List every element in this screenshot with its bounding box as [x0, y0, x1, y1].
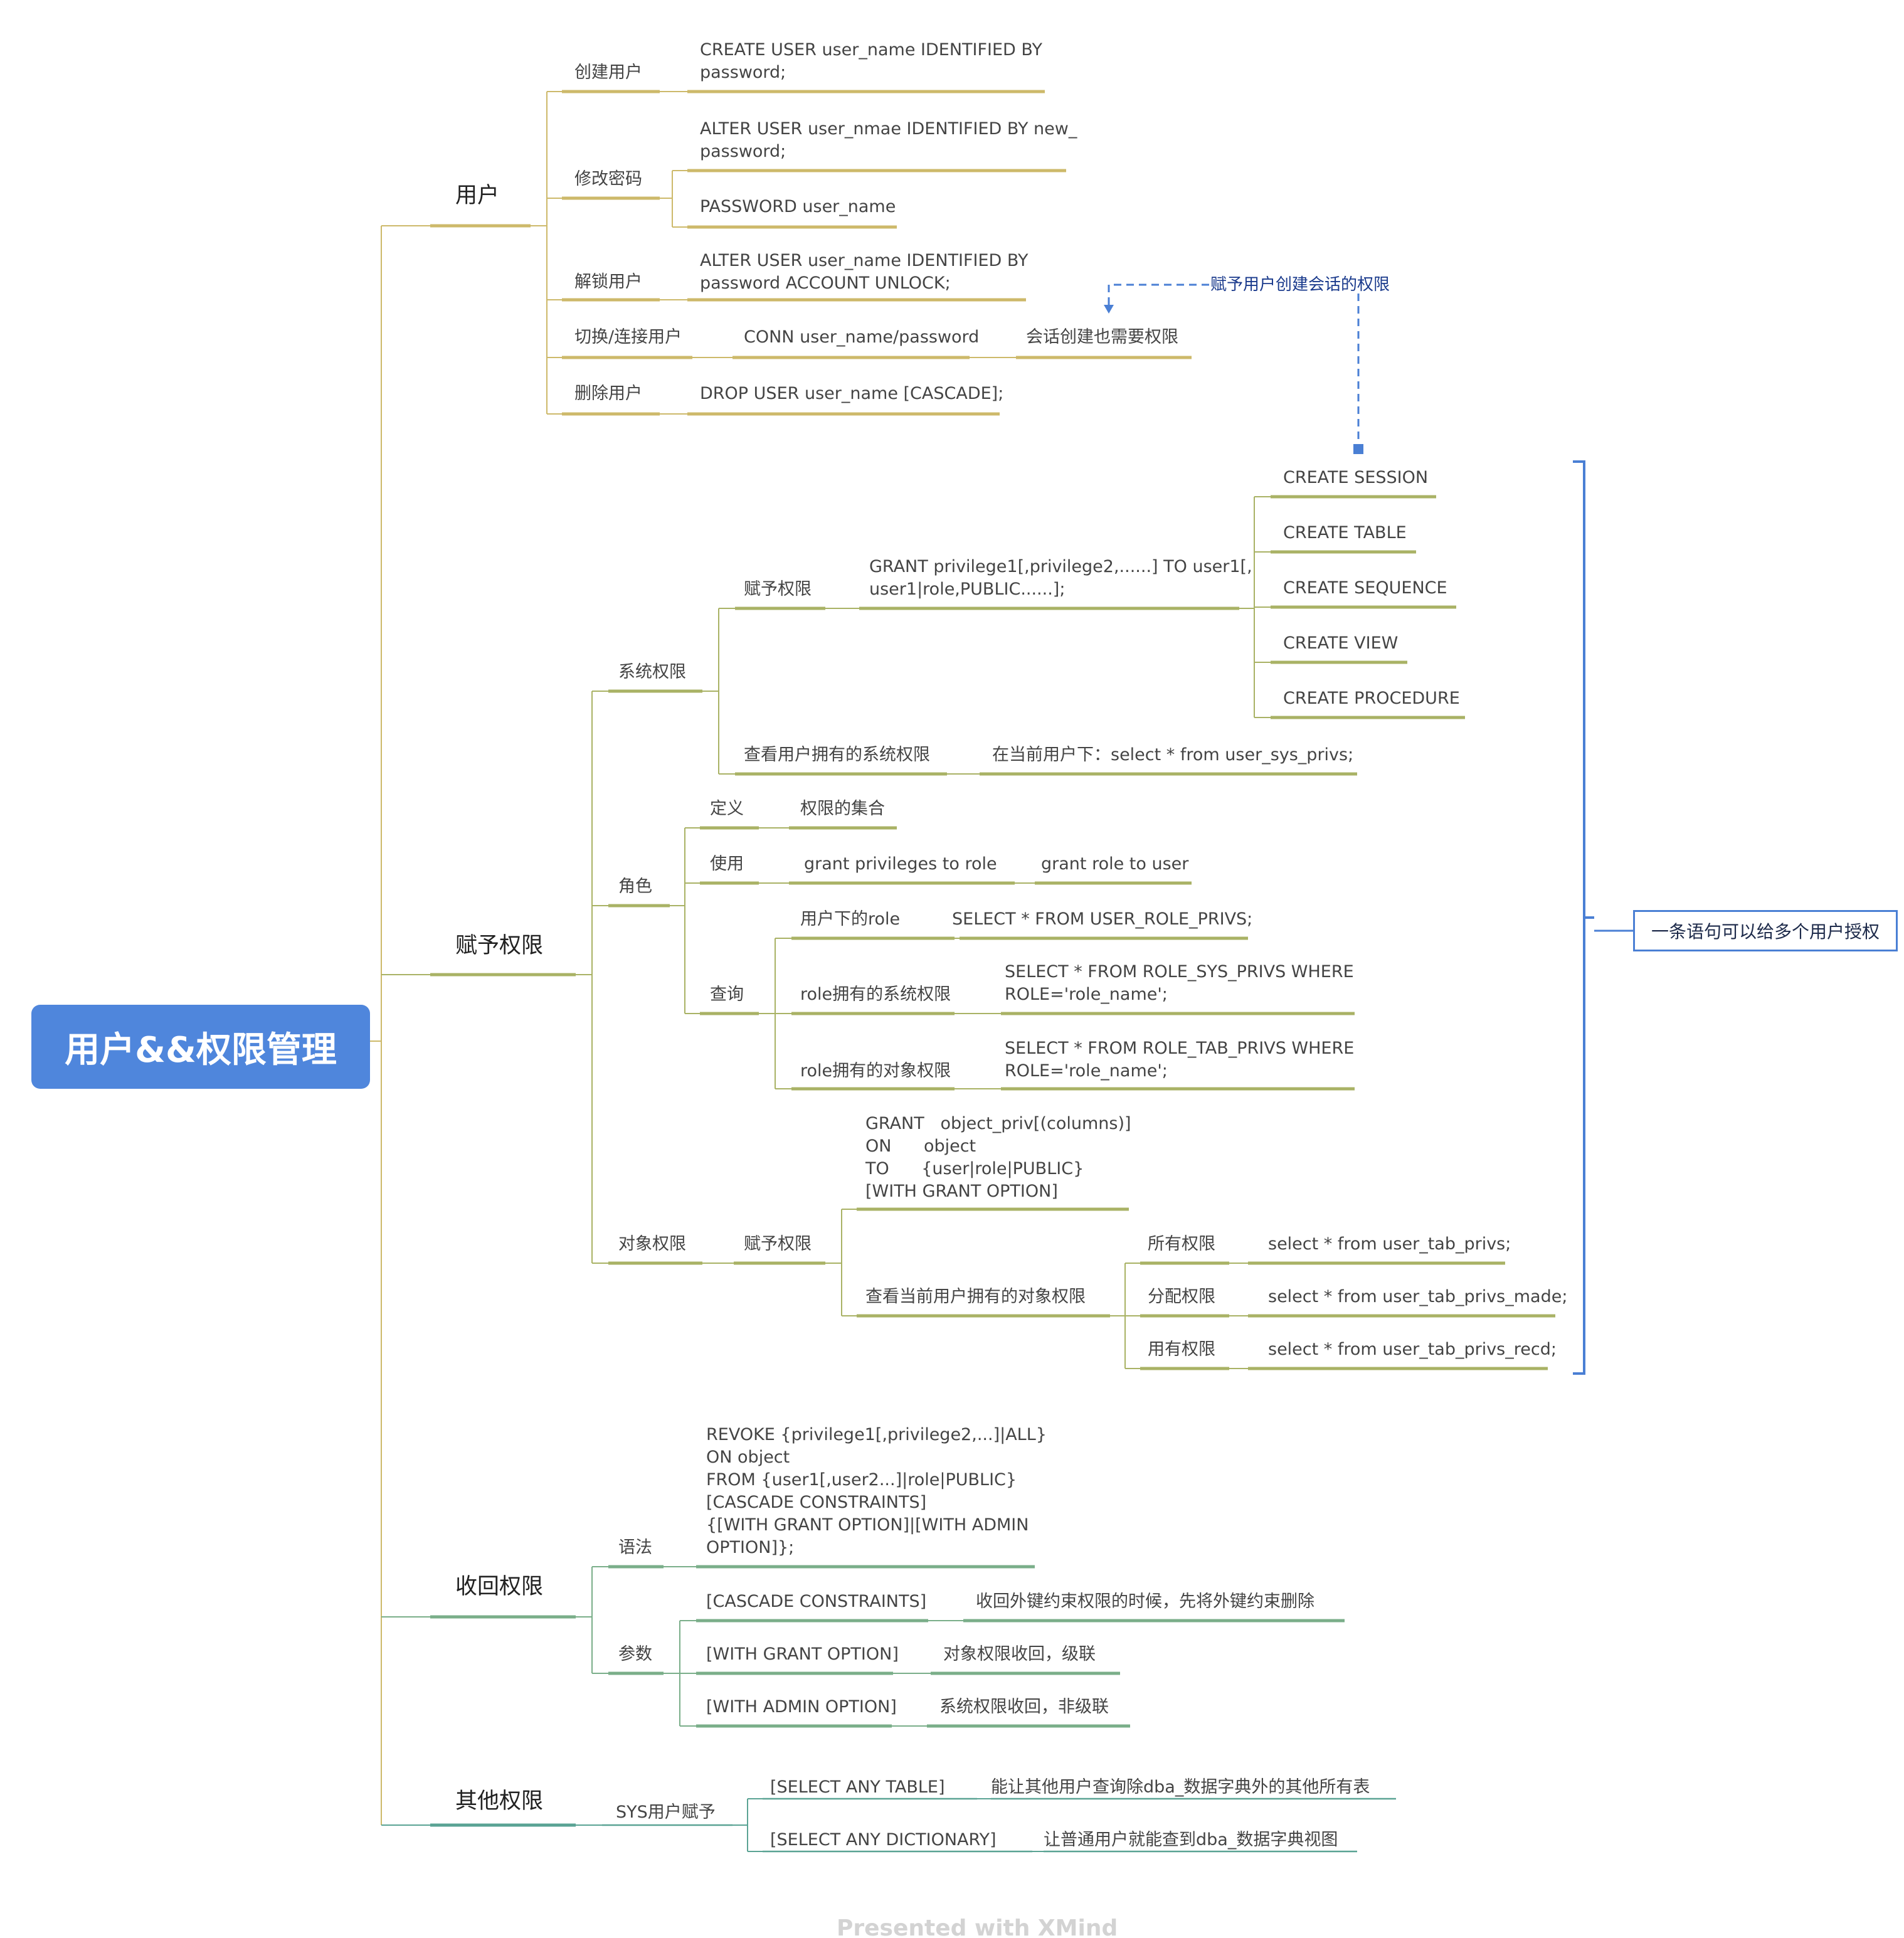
- sys-grant-sql[interactable]: GRANT privilege1[,privilege2,......] TO …: [869, 557, 1252, 599]
- relationship-arrowhead: [1104, 305, 1114, 314]
- priv-create-view[interactable]: CREATE VIEW: [1283, 633, 1399, 653]
- topic-grant-privileges[interactable]: 赋予权限: [455, 933, 544, 958]
- topic-role-usage[interactable]: 使用: [710, 854, 744, 874]
- topic-obj-grant[interactable]: 赋予权限: [744, 1234, 812, 1254]
- role-definition-value[interactable]: 权限的集合: [800, 799, 885, 818]
- param-with-admin-option[interactable]: [WITH ADMIN OPTION]: [706, 1697, 897, 1717]
- view-sys-privs-sql[interactable]: 在当前用户下：select * from user_sys_privs;: [992, 745, 1354, 765]
- param-with-admin-option-desc[interactable]: 系统权限收回，非级联: [939, 1697, 1109, 1717]
- revoke-syntax-sql[interactable]: REVOKE {privilege1[,privilege2,...]|ALL}…: [706, 1425, 1047, 1557]
- role-usage-step1[interactable]: grant privileges to role: [804, 854, 997, 874]
- password-command[interactable]: PASSWORD user_name: [700, 197, 896, 216]
- topic-revoke-privileges[interactable]: 收回权限: [455, 1574, 544, 1599]
- unlock-user-sql[interactable]: ALTER USER user_name IDENTIFIED BY passw…: [700, 251, 1029, 293]
- topic-view-obj-privs[interactable]: 查看当前用户拥有的对象权限: [865, 1287, 1086, 1306]
- owned-privs-sql[interactable]: select * from user_tab_privs_recd;: [1268, 1340, 1557, 1359]
- topic-view-sys-privs[interactable]: 查看用户拥有的系统权限: [744, 745, 930, 765]
- topic-user[interactable]: 用户: [455, 183, 500, 208]
- summary-label: 一条语句可以给多个用户授权: [1651, 921, 1880, 942]
- topic-revoke-params[interactable]: 参数: [618, 1644, 652, 1664]
- obj-grant-sql[interactable]: GRANT object_priv[(columns)] ON object T…: [865, 1114, 1131, 1201]
- priv-create-session[interactable]: CREATE SESSION: [1283, 468, 1429, 487]
- grant-connectors: [576, 496, 1271, 1369]
- topic-create-user[interactable]: 创建用户: [574, 63, 642, 82]
- topic-query-role-sys-privs[interactable]: role拥有的系统权限: [800, 985, 951, 1004]
- grant-underlines: [430, 495, 1555, 1370]
- topic-sys-grants[interactable]: SYS用户赋予: [616, 1803, 716, 1822]
- select-any-table[interactable]: [SELECT ANY TABLE]: [770, 1777, 945, 1797]
- select-any-dictionary[interactable]: [SELECT ANY DICTIONARY]: [770, 1830, 997, 1850]
- user-connectors: [531, 91, 1016, 415]
- connect-user-sql[interactable]: CONN user_name/password: [744, 327, 980, 347]
- topic-all-privs[interactable]: 所有权限: [1148, 1234, 1215, 1254]
- create-user-sql[interactable]: CREATE USER user_name IDENTIFIED BY pass…: [700, 40, 1042, 82]
- topic-drop-user[interactable]: 删除用户: [574, 384, 642, 403]
- topic-role[interactable]: 角色: [618, 877, 652, 896]
- change-password-sql[interactable]: ALTER USER user_nmae IDENTIFIED BY new_ …: [700, 119, 1077, 161]
- relationship-endpoint: [1353, 444, 1363, 454]
- topic-connect-user[interactable]: 切换/连接用户: [574, 327, 682, 347]
- root-title: 用户&&权限管理: [65, 1029, 337, 1071]
- priv-create-procedure[interactable]: CREATE PROCEDURE: [1283, 689, 1460, 708]
- revoke-underlines: [430, 1565, 1345, 1728]
- query-user-role-sql[interactable]: SELECT * FROM USER_ROLE_PRIVS;: [952, 909, 1253, 929]
- topic-revoke-syntax[interactable]: 语法: [618, 1538, 652, 1557]
- select-any-dictionary-desc[interactable]: 让普通用户就能查到dba_数据字典视图: [1044, 1830, 1338, 1850]
- param-with-grant-option[interactable]: [WITH GRANT OPTION]: [706, 1644, 899, 1664]
- summary-topic[interactable]: 一条语句可以给多个用户授权: [1633, 910, 1898, 951]
- topic-system-privileges[interactable]: 系统权限: [618, 662, 686, 682]
- topic-change-password[interactable]: 修改密码: [574, 169, 642, 189]
- query-role-tab-privs-sql[interactable]: SELECT * FROM ROLE_TAB_PRIVS WHERE ROLE=…: [1005, 1039, 1355, 1081]
- topic-role-query[interactable]: 查询: [710, 985, 744, 1004]
- summary-bracket: [1573, 460, 1633, 1375]
- query-role-sys-privs-sql[interactable]: SELECT * FROM ROLE_SYS_PRIVS WHERE ROLE=…: [1005, 962, 1354, 1004]
- session-relationship-label[interactable]: 赋予用户创建会话的权限: [1210, 275, 1390, 294]
- all-privs-sql[interactable]: select * from user_tab_privs;: [1268, 1234, 1511, 1254]
- param-cascade-constraints[interactable]: [CASCADE CONSTRAINTS]: [706, 1592, 927, 1611]
- param-with-grant-option-desc[interactable]: 对象权限收回，级联: [943, 1644, 1096, 1664]
- priv-create-sequence[interactable]: CREATE SEQUENCE: [1283, 578, 1447, 598]
- param-cascade-constraints-desc[interactable]: 收回外键约束权限的时候，先将外键约束删除: [976, 1592, 1314, 1611]
- priv-create-table[interactable]: CREATE TABLE: [1283, 523, 1407, 543]
- topic-owned-privs[interactable]: 用有权限: [1148, 1340, 1215, 1359]
- topic-query-role-tab-privs[interactable]: role拥有的对象权限: [800, 1061, 951, 1081]
- topic-assigned-privs[interactable]: 分配权限: [1148, 1287, 1215, 1306]
- revoke-connectors: [576, 1566, 963, 1727]
- topic-role-definition[interactable]: 定义: [710, 799, 744, 818]
- other-connectors: [576, 1798, 1044, 1852]
- role-usage-step2[interactable]: grant role to user: [1041, 854, 1189, 874]
- root-topic[interactable]: 用户&&权限管理: [31, 1005, 370, 1089]
- topic-other-privileges[interactable]: 其他权限: [455, 1789, 544, 1814]
- topic-sys-grant[interactable]: 赋予权限: [744, 580, 812, 599]
- drop-user-sql[interactable]: DROP USER user_name [CASCADE];: [700, 384, 1004, 403]
- session-needs-privilege-note[interactable]: 会话创建也需要权限: [1026, 327, 1178, 347]
- user-underlines: [430, 90, 1192, 416]
- select-any-table-desc[interactable]: 能让其他用户查询除dba_数据字典外的其他所有表: [991, 1777, 1370, 1797]
- topic-query-user-role[interactable]: 用户下的role: [800, 909, 901, 929]
- assigned-privs-sql[interactable]: select * from user_tab_privs_made;: [1268, 1287, 1568, 1306]
- trunk-line: [370, 226, 382, 1825]
- session-relationship-line: [1108, 283, 1360, 445]
- xmind-watermark: Presented with XMind: [837, 1915, 1118, 1938]
- topic-object-privileges[interactable]: 对象权限: [618, 1234, 686, 1254]
- topic-unlock-user[interactable]: 解锁用户: [574, 272, 642, 292]
